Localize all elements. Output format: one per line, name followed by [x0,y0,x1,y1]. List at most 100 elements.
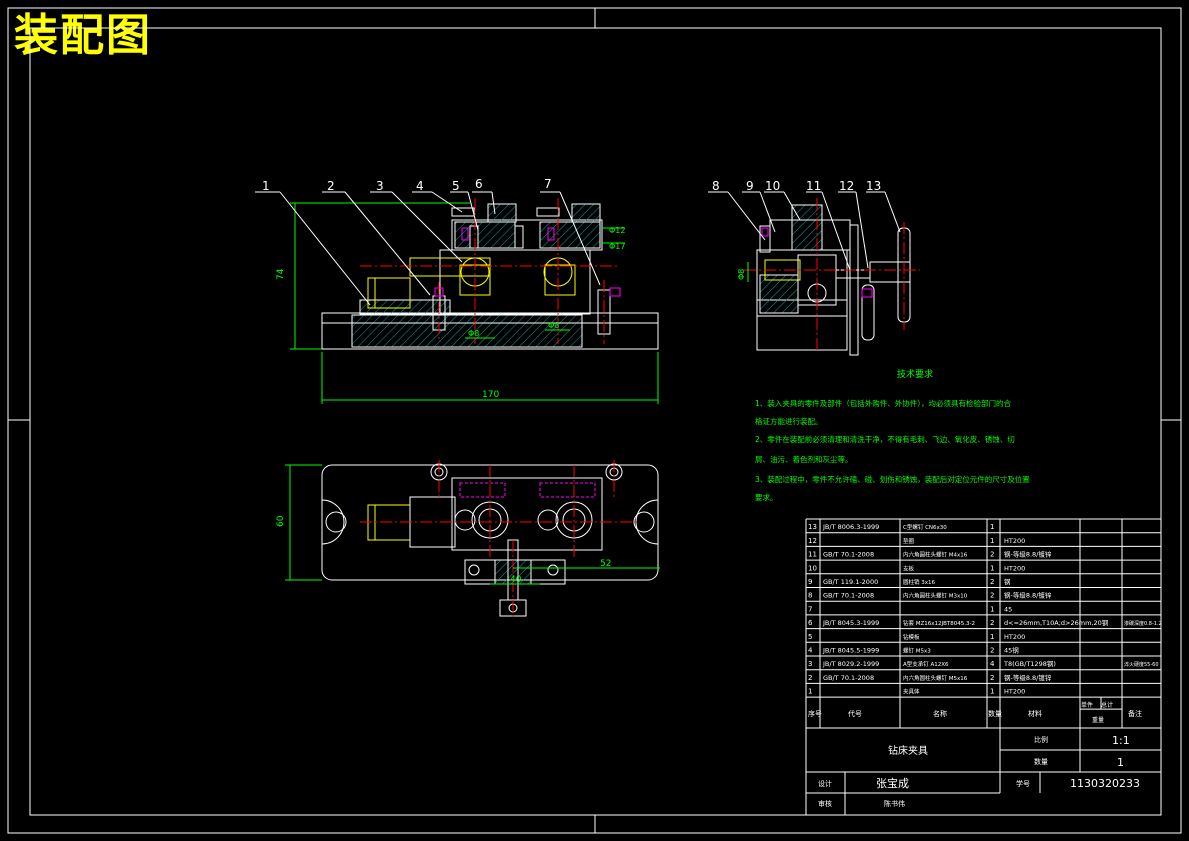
dim-phi17: Φ17 [609,242,625,251]
bom-cell-name: 钻套 MZ16x12JBT8045.3-2 [903,619,975,627]
balloon-2: 2 [327,179,335,193]
bom-header-note: 备注 [1128,709,1142,718]
title-id-label: 学号 [1016,779,1030,788]
bom-cell-mat: 钢-等级8.8/镀锌 [1004,673,1052,682]
dim-top-height: 60 [276,515,286,527]
bom-cell-std: JB/T 8006.3-1999 [822,523,879,531]
balloon-11: 11 [806,179,821,193]
bom-cell-no: 10 [808,564,817,572]
bom-cell-mat: 钢-等级8.8/镀锌 [1004,550,1052,559]
tech-req-line-6: 要求。 [755,492,778,502]
bom-cell-no: 7 [808,605,812,613]
bom-header-std: 代号 [848,709,862,718]
balloon-6: 6 [475,177,483,191]
bom-cell-qty: 2 [990,578,994,586]
bom-cell-qty: 1 [990,537,994,545]
bom-cell-mat: d<=26mm,T10A;d>26mm,20钢 [1004,619,1109,627]
dim-front-width: 170 [482,390,499,400]
balloon-3: 3 [376,179,384,193]
bom-cell-no: 6 [808,619,813,627]
tech-req-line-3: 2、零件在装配前必须清理和清洗干净，不得有毛刺、飞边、氧化皮、锈蚀、切 [755,434,1015,444]
bom-cell-mat: T8(GB/T1298钢) [1003,660,1056,668]
title-scale: 1:1 [1112,734,1130,747]
balloon-8: 8 [712,179,720,193]
bom-cell-std: GB/T 119.1-2000 [823,578,878,586]
title-reviewer: 陈书伟 [884,799,905,808]
dim-side-phi: Φ8 [737,269,746,280]
bom-cell-no: 12 [808,537,817,545]
bom-cell-no: 2 [808,674,812,682]
bom-cell-name: 夹具体 [903,688,920,696]
title-count: 1 [1117,756,1124,769]
bom-header-qty: 数量 [988,709,1002,718]
bom-cell-name: 内六角圆柱头螺钉 M5x16 [903,674,968,682]
bom-cell-qty: 1 [990,523,994,531]
bom-header: 序号 代号 名称 数量 材料 单件 总计 重量 备注 [808,701,1142,724]
bom-header-w2: 总计 [1101,701,1113,709]
bom-cell-name: 支板 [903,564,915,572]
bom-header-no: 序号 [808,709,822,718]
dim-top-52: 52 [600,559,611,569]
tech-req-line-2: 格证方能进行装配。 [755,416,823,426]
tech-req-line-5: 3、装配过程中，零件不允许磕、碰、划伤和锈蚀，装配后对定位元件的尺寸及位置 [755,474,1030,484]
balloon-9: 9 [746,179,754,193]
bom-cell-qty: 4 [990,660,995,668]
bom-cell-mat: 45 [1004,605,1012,613]
bom-cell-qty: 1 [990,633,994,641]
title-design-label: 设计 [818,779,832,788]
bom-header-w1: 单件 [1081,701,1093,709]
bom-cell-name: 内六角圆柱头螺钉 M3x10 [903,592,968,600]
bom-cell-note: 渗碳深度0.8-1.2 [1124,620,1162,627]
balloon-10: 10 [765,179,780,193]
title-review-label: 审核 [818,799,832,808]
bom-cell-std: JB/T 8045.5-1999 [822,647,879,655]
bom-cell-mat: HT200 [1004,688,1025,696]
bom-cell-qty: 2 [990,619,994,627]
bom-cell-no: 3 [808,660,812,668]
balloon-13: 13 [866,179,881,193]
top-view: 60 40 52 [276,460,660,620]
bom-header-wt: 重量 [1092,716,1104,724]
drawing-title: 装配图 [14,10,152,61]
bom-cell-qty: 2 [990,592,994,600]
bom-cell-no: 8 [808,592,812,600]
bom-cell-qty: 2 [990,674,994,682]
bom-cell-name: 内六角圆柱头螺钉 M4x16 [903,551,968,559]
dim-slot-phi8: Φ8 [548,321,559,330]
bom-cell-name: A型支承钉 A12X6 [903,660,949,668]
bom-cell-std: GB/T 70.1-2008 [823,674,874,682]
title-count-label: 数量 [1034,757,1048,766]
balloon-7: 7 [544,177,552,191]
bom-cell-no: 4 [808,647,813,655]
bom-header-name: 名称 [933,709,947,718]
bom-cell-no: 1 [808,688,812,696]
tech-req-heading: 技术要求 [897,368,933,380]
balloon-12: 12 [839,179,854,193]
front-view: 74 170 Φ12 Φ17 Φ8 Φ8 [255,191,659,404]
bom-cell-name: C型螺钉 CN6x30 [903,523,947,531]
bom-cell-qty: 1 [990,605,994,613]
side-view: Φ8 [708,191,920,356]
balloon-5: 5 [452,179,460,193]
balloon-4: 4 [416,179,424,193]
bom-cell-std: JB/T 8045.3-1999 [822,619,879,627]
bom-cell-qty: 2 [990,647,994,655]
tech-req-line-4: 屑、油污、着色剂和灰尘等。 [755,454,853,464]
balloon-1: 1 [262,179,270,193]
technical-requirements: 技术要求 1、装入夹具的零件及部件（包括外购件、外协件），均必须具有检验部门的合… [755,368,1030,502]
title-designer: 张宝成 [876,776,909,790]
tech-req-line-1: 1、装入夹具的零件及部件（包括外购件、外协件），均必须具有检验部门的合 [755,398,1012,408]
bom-cell-qty: 1 [990,688,994,696]
bom-cell-name: 钻模板 [903,633,920,641]
bom-cell-mat: HT200 [1004,564,1025,572]
bom-cell-mat: HT200 [1004,537,1025,545]
bom-cell-std: JB/T 8029.2-1999 [822,660,879,668]
title-block: 钻床夹具 比例 1:1 数量 1 设计 张宝成 学号 1130320233 审核… [805,727,1162,816]
bom-cell-name: 垫圈 [903,537,915,545]
dim-front-height: 74 [276,268,286,280]
bom-cell-std: GB/T 70.1-2008 [823,551,874,559]
bom-cell-no: 5 [808,633,812,641]
bom-cell-no: 11 [808,551,817,559]
